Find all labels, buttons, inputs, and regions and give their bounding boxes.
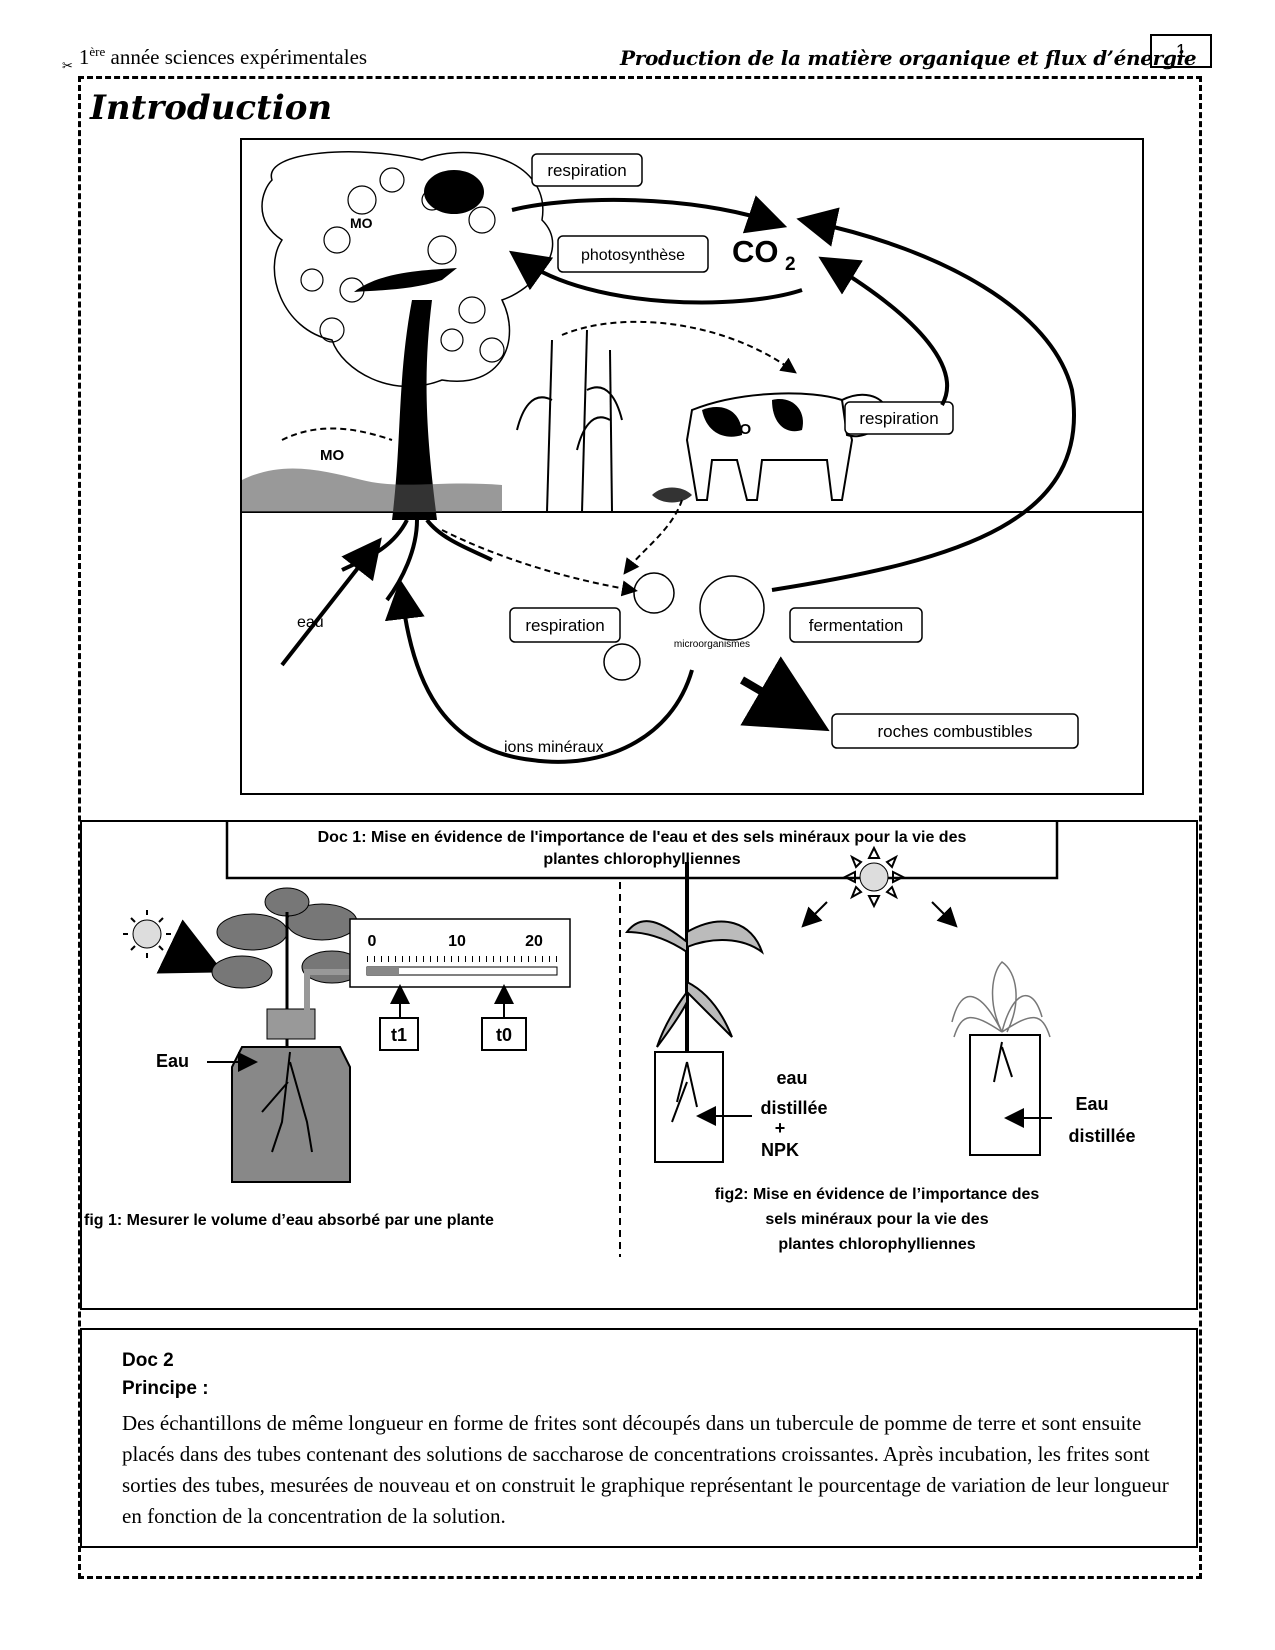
bottle [231,1046,351,1183]
scissors-icon: ✂ [62,58,73,73]
respiration-soil-label: respiration [525,616,604,635]
scale-panel [349,918,571,988]
section-title: Introduction [90,88,333,128]
distilled-label-2: distillée [1068,1126,1135,1146]
npk-label-3: + [775,1118,786,1138]
insect-icon [424,170,484,214]
light-arrow-left [801,901,828,928]
photosynthese-label: photosynthèse [581,247,685,264]
roches-label: roches combustibles [878,722,1033,741]
npk-label-4: NPK [761,1140,799,1160]
roots [261,1051,313,1153]
dung [652,487,692,503]
fig2-caption-1: fig2: Mise en évidence de l’importance d… [715,1186,1040,1203]
respiration-top-label: respiration [547,161,626,180]
roches-box [831,713,1079,749]
bird-icon [354,268,457,292]
healthy-corn [624,862,764,1072]
doc2-subtitle: Principe : [122,1378,209,1399]
t1-box [379,1017,419,1051]
carbon-cycle-svg: respiration photosynthèse CO 2 MO MO MO … [242,151,1142,764]
page-frame [78,76,1202,1579]
roots-npk [671,1061,698,1123]
doc2-section: Doc 2 Principe : Des échantillons de mêm… [80,1328,1198,1548]
t0-label: t0 [496,1025,512,1045]
corn-plants [516,329,623,513]
microorganism-icon-2 [603,643,641,681]
tree-trunk [392,300,437,520]
npk-label-2: distillée [760,1098,827,1118]
sun-icon-2 [842,845,906,909]
fig1-caption: fig 1: Mesurer le volume d’eau absorbé p… [84,1212,494,1229]
respiration-cow-label: respiration [859,409,938,428]
cycle-arrows [280,195,1076,764]
doc1-svg: Doc 1: Mise en évidence de l'importance … [84,818,1136,1257]
t1-label: t1 [391,1025,407,1045]
scale-10: 10 [448,933,466,950]
sun-icon [123,910,171,958]
wilted-plant [951,961,1051,1038]
plant-leaves [211,887,363,989]
ions-mineraux-label: ions minéraux [504,739,604,756]
doc1-title-line2: plantes chlorophylliennes [543,851,740,868]
distilled-label-1: Eau [1075,1094,1108,1114]
t0-box [481,1017,527,1051]
microorganism-icon [633,572,675,614]
scale-0: 0 [368,933,377,950]
dashed-arrows [281,320,797,597]
chapter-title: Production de la matière organique et fl… [620,46,1197,70]
level-sup: ère [89,44,106,59]
level-text: année sciences expérimentales [105,45,368,69]
light-arrow [156,919,224,974]
bacteria-icon [699,575,765,641]
co2-subscript: 2 [785,254,796,275]
co2-label: CO [732,234,779,269]
water-level [367,967,399,975]
mo-cow-label: MO [727,421,751,438]
fermentation-box [789,607,923,643]
page-number: 1 [1150,34,1212,68]
level-number: 1 [78,45,90,69]
fig2-caption-3: plantes chlorophylliennes [778,1236,975,1253]
litter [242,468,502,512]
respiration-top-box [531,153,643,187]
fermentation-label: fermentation [809,616,904,635]
doc1-section: Doc 1: Mise en évidence de l'importance … [80,818,1198,1310]
doc1-title-line1: Doc 1: Mise en évidence de l'importance … [318,829,967,846]
leaves [300,167,505,363]
mo-tree-label: MO [350,215,373,231]
mo-ground-label: MO [320,447,344,464]
doc2-text: Des échantillons de même longueur en for… [122,1411,1169,1528]
doc2-title: Doc 2 [122,1350,174,1371]
light-arrow-right [931,901,958,928]
microorganismes-label: microorganismes [674,639,750,650]
tree-canopy [261,151,554,388]
respiration-soil-box [509,607,621,643]
carbon-cycle-diagram: respiration photosynthèse CO 2 MO MO MO … [240,138,1144,795]
scale-20: 20 [525,933,543,950]
npk-label-1: eau [776,1068,807,1088]
bottle-cap [266,1008,316,1040]
eau-fig1-label: Eau [156,1051,189,1071]
course-level: ✂ 1ère année sciences expérimentales [62,44,368,73]
respiration-cow-box [844,401,954,435]
roots-distilled [993,1041,1013,1083]
photosynthese-box [557,235,709,273]
fig2-caption-2: sels minéraux pour la vie des [765,1211,988,1228]
